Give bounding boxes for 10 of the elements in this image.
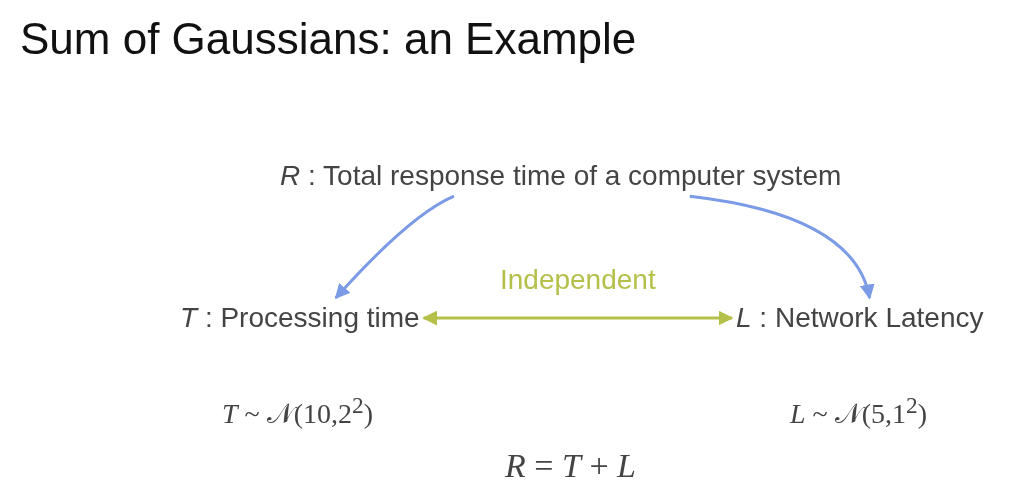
slide-title: Sum of Gaussians: an Example	[20, 14, 637, 64]
variable-description: T : Processing time	[180, 302, 420, 335]
arrow	[689, 194, 874, 300]
variable-description: R : Total response time of a computer system	[280, 160, 842, 193]
variable-description: L : Network Latency	[736, 302, 984, 335]
arrow	[334, 194, 455, 300]
arrow	[422, 310, 734, 326]
distribution-formula: L ~ 𝒩(5,1$^{2}$)	[790, 392, 928, 432]
sum-formula: R = T + L	[505, 447, 636, 485]
distribution-formula: T ~ 𝒩(10,2$^{2}$)	[222, 392, 374, 432]
